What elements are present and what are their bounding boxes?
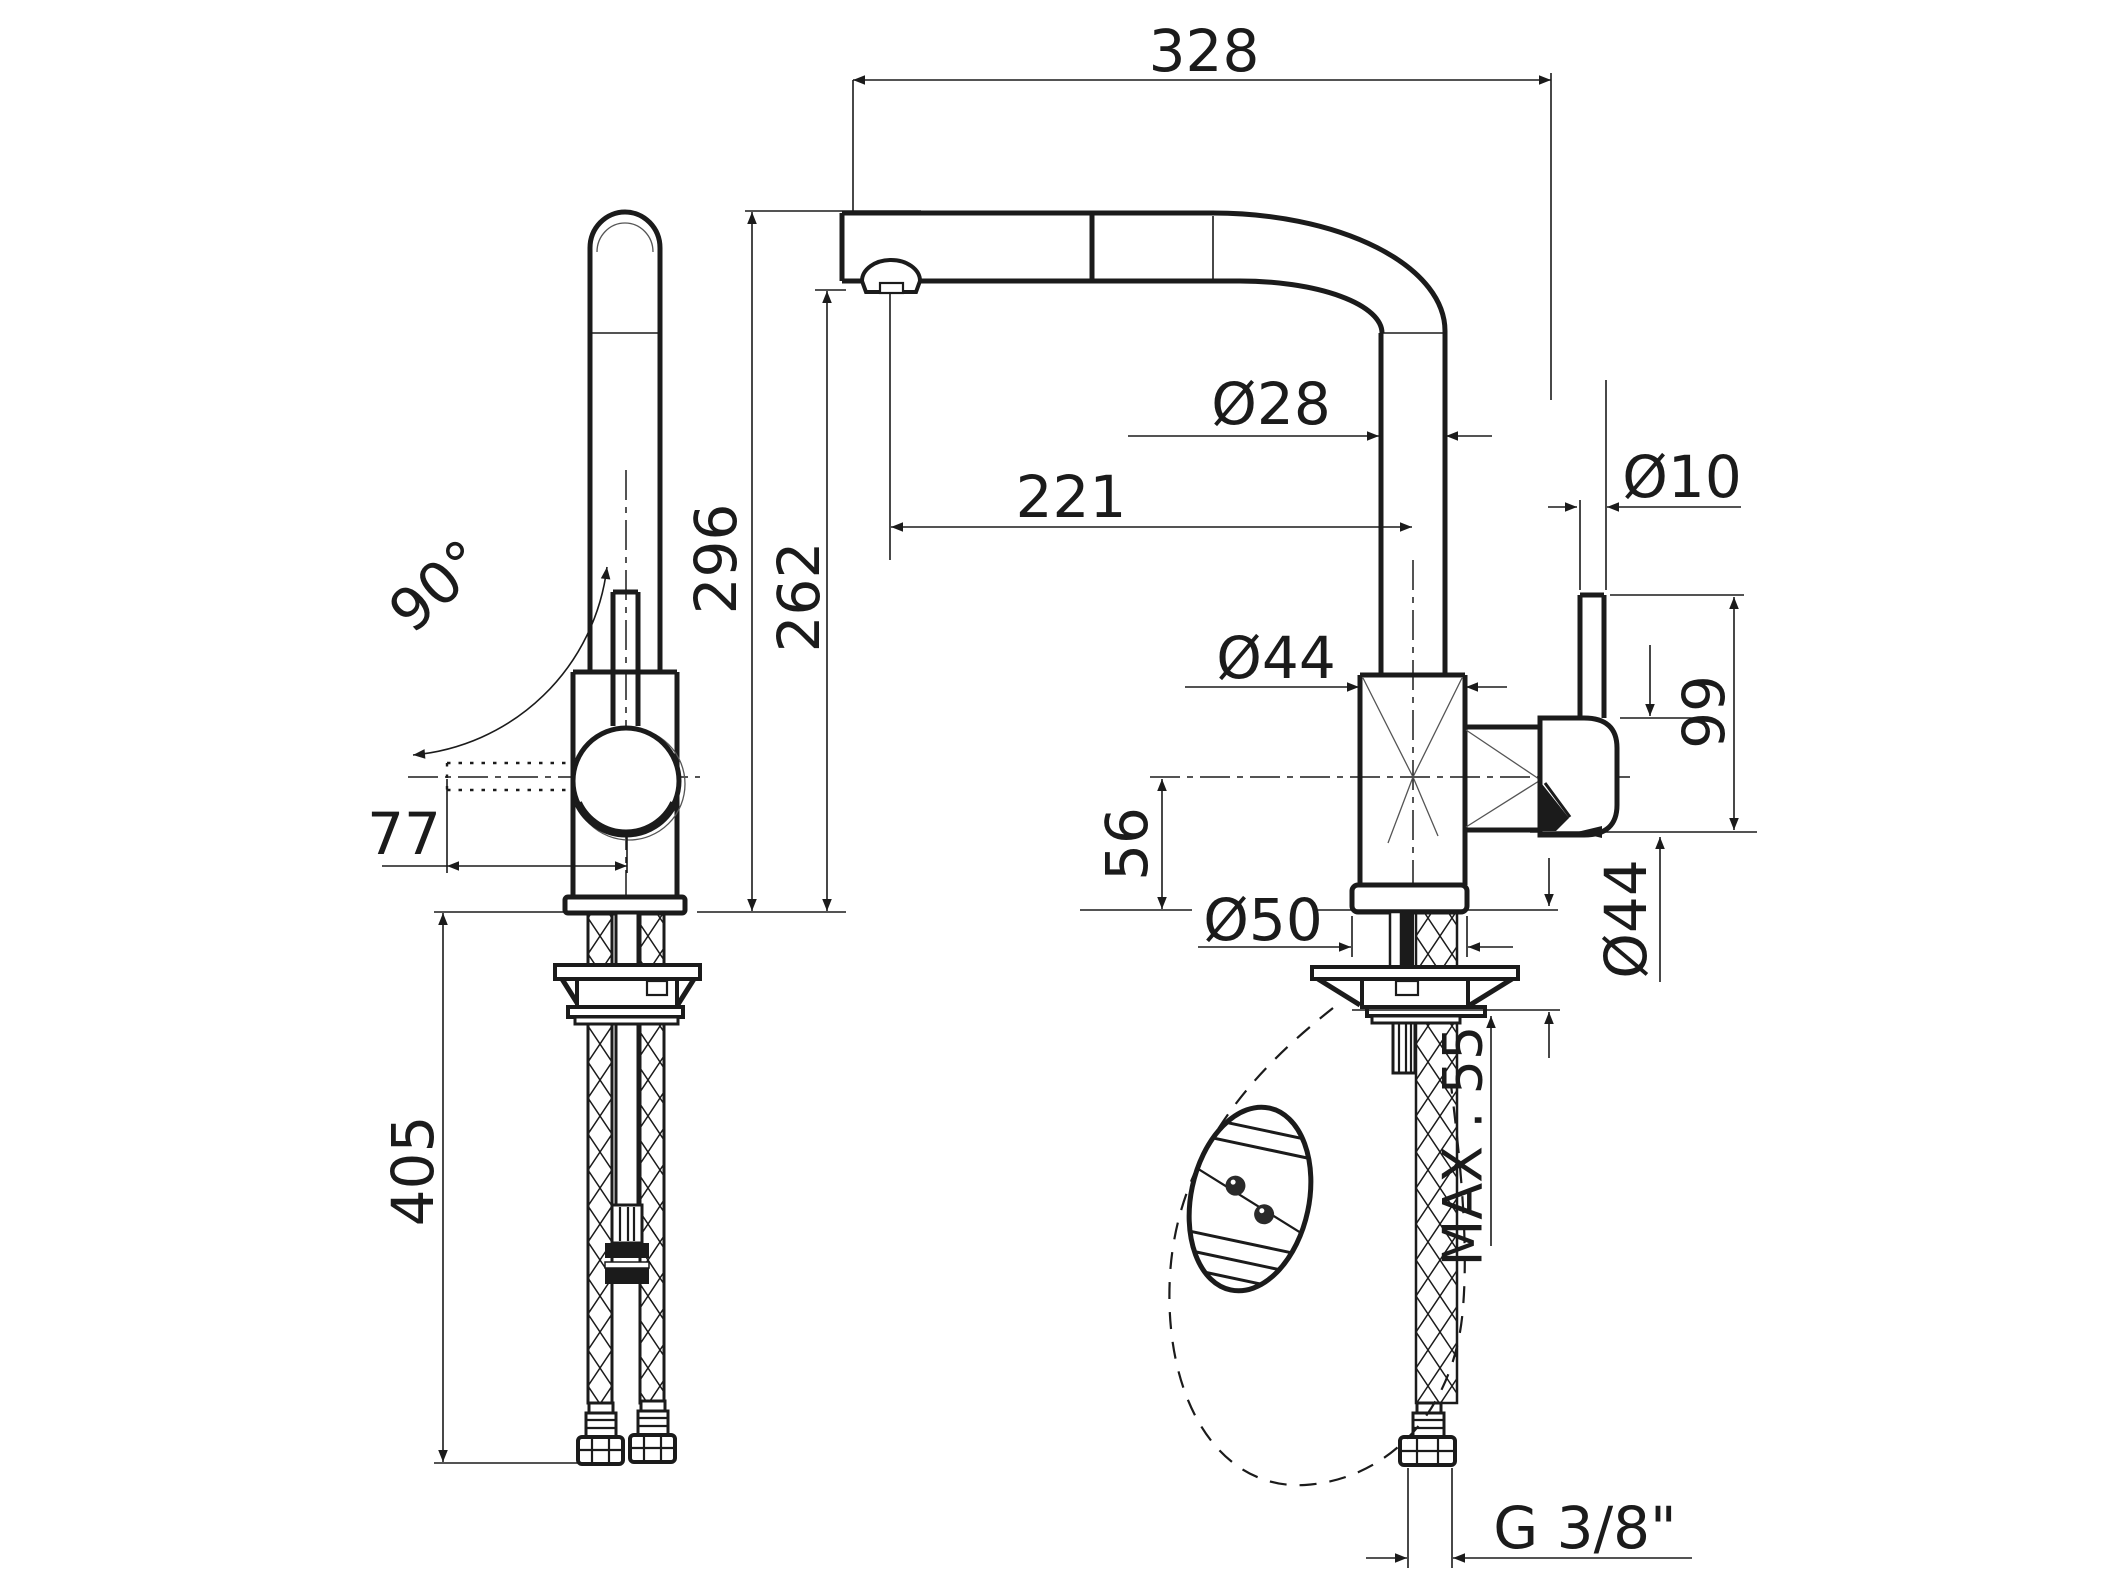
dim-328: 328 (853, 17, 1551, 85)
dim-label-g38: G 3/8" (1493, 1494, 1676, 1562)
lever-rod (1577, 592, 1607, 718)
dim-d10: Ø10 (1548, 443, 1742, 512)
dim-label-296: 296 (682, 504, 750, 615)
dim-d44-handle: Ø44 (1592, 645, 1665, 982)
dim-d28: Ø28 (1128, 370, 1492, 441)
extension-lines (434, 73, 1757, 1568)
dim-221: 221 (891, 463, 1412, 532)
dim-label-d44-body: Ø44 (1216, 624, 1335, 692)
front-mounting-assembly (553, 963, 702, 1026)
dim-label-221: 221 (1016, 463, 1127, 531)
aerator (860, 258, 922, 295)
side-body (1357, 592, 1620, 885)
dim-262: 262 (765, 291, 833, 911)
dim-56: 56 (1093, 779, 1167, 909)
dim-max55: MAX . 55 (1432, 858, 1554, 1267)
dim-label-262: 262 (765, 542, 833, 653)
front-ball-joint (570, 725, 686, 841)
hose-connector-left (576, 1401, 625, 1466)
dim-label-d10: Ø10 (1622, 443, 1741, 511)
dim-label-99: 99 (1670, 675, 1738, 749)
dim-d44-body: Ø44 (1185, 624, 1507, 692)
dim-77: 77 (367, 800, 627, 871)
dim-label-405: 405 (379, 1116, 447, 1227)
dim-label-77: 77 (367, 800, 441, 868)
dim-d50: Ø50 (1198, 886, 1513, 954)
dim-label-56: 56 (1093, 807, 1161, 881)
hose-connector-right (628, 1399, 677, 1464)
dim-label-max55: MAX . 55 (1432, 1026, 1495, 1267)
dim-296: 296 (682, 212, 757, 911)
dim-label-328: 328 (1149, 17, 1260, 85)
side-mounting-assembly (1310, 910, 1520, 1467)
dim-label-d50: Ø50 (1203, 886, 1322, 954)
front-lever-stem (610, 589, 641, 726)
counterweight (1172, 1104, 1328, 1295)
dim-99: 99 (1670, 597, 1739, 830)
dim-label-d44-handle: Ø44 (1592, 859, 1660, 978)
side-view (839, 210, 1632, 1487)
dimensions: 328 296 262 90° 77 405 (367, 17, 1757, 1568)
pullout-hose-connector (1398, 1401, 1457, 1467)
front-base-plate (562, 894, 688, 916)
projected-lever (445, 761, 574, 792)
side-base-plate (1349, 882, 1470, 915)
dim-405: 405 (379, 913, 448, 1462)
side-spout (839, 210, 1448, 675)
dim-label-d28: Ø28 (1211, 370, 1330, 438)
dim-g38: G 3/8" (1366, 1494, 1692, 1563)
